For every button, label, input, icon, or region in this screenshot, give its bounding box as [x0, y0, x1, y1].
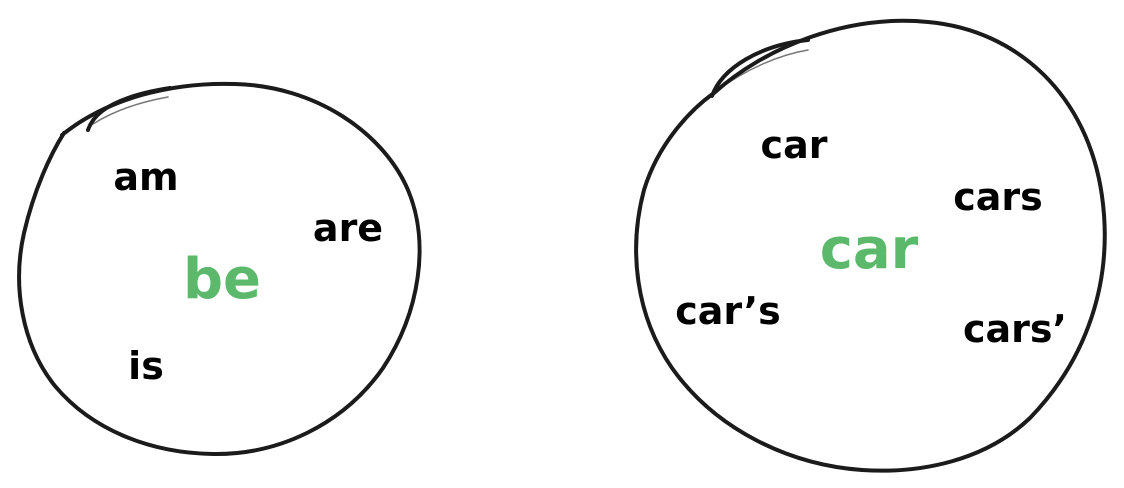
car-lemma: car	[819, 217, 919, 282]
car-form-car: car	[760, 123, 828, 167]
be-group	[17, 81, 422, 457]
be-circle-flourish	[86, 86, 172, 132]
car-form-cars: cars	[953, 175, 1043, 219]
be-lemma: be	[182, 247, 262, 312]
be-form-am: am	[113, 155, 179, 199]
car-circle	[634, 18, 1107, 473]
car-group	[634, 18, 1107, 473]
be-circle	[17, 81, 422, 457]
car-circle-flourish-thin	[717, 49, 809, 91]
be-circle-flourish-thin	[92, 96, 169, 125]
car-form-car-s: car’s	[675, 289, 781, 333]
be-form-are: are	[312, 206, 384, 250]
car-circle-flourish	[710, 38, 810, 98]
car-form-cars-apostrophe: cars’	[963, 307, 1067, 351]
be-form-is: is	[128, 344, 164, 388]
